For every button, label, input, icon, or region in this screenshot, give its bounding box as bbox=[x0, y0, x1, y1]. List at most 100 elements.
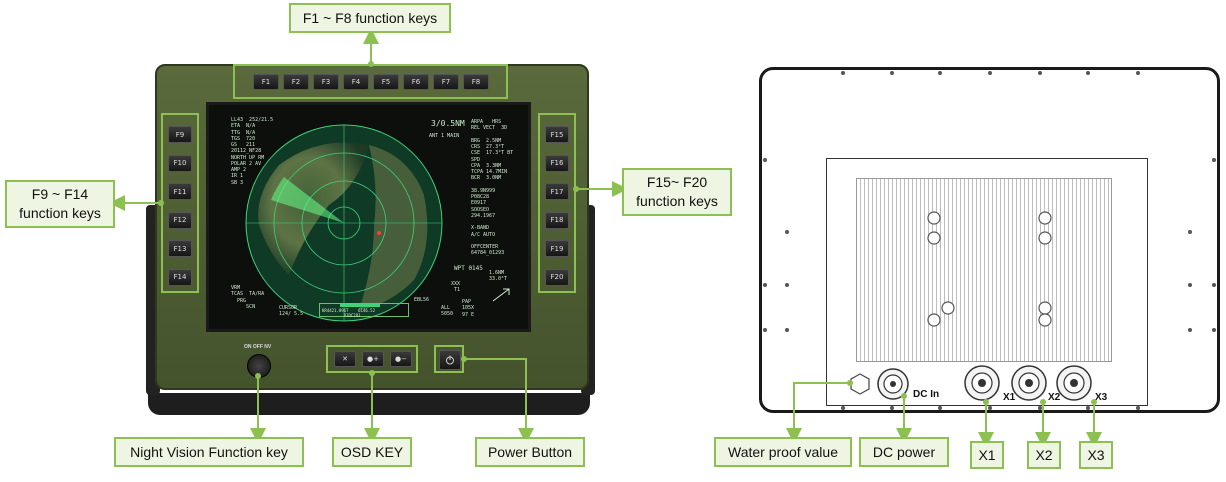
callout-f9-f14: F9 ~ F14 function keys bbox=[5, 180, 115, 228]
function-key-f2[interactable]: F2 bbox=[283, 74, 309, 90]
screw-hole bbox=[785, 283, 789, 287]
mount-post bbox=[927, 313, 941, 327]
radar-progress-bar: KR4421.896T 6146.52 P3DC281 bbox=[319, 303, 409, 318]
callout-osd-key: OSD KEY bbox=[332, 437, 412, 467]
rear-label-x1: X1 bbox=[1003, 392, 1016, 403]
function-key-f18[interactable]: F18 bbox=[545, 211, 569, 229]
callout-power-button: Power Button bbox=[475, 437, 585, 467]
callout-x3: X3 bbox=[1079, 441, 1113, 469]
radar-bar-text: KR4421.896T 6146.52 P3DC281 bbox=[322, 308, 375, 318]
screw-hole bbox=[938, 406, 942, 410]
rear-label-dc-in: DC In bbox=[913, 389, 940, 400]
function-key-f10[interactable]: F10 bbox=[168, 154, 192, 172]
radar-range-sub: ANT 1 MAIN bbox=[429, 133, 460, 139]
screw-hole bbox=[890, 71, 894, 75]
screw-hole bbox=[763, 328, 767, 332]
function-key-f20[interactable]: F20 bbox=[545, 268, 569, 286]
screw-hole bbox=[988, 71, 992, 75]
function-key-f9[interactable]: F9 bbox=[168, 126, 192, 143]
radar-display bbox=[245, 124, 443, 322]
function-key-f5[interactable]: F5 bbox=[373, 74, 399, 90]
radar-screen: LL43 252/21.5 ETA N/A TTG N/A TGS 720 GS… bbox=[206, 102, 531, 332]
radar-nm: 1.6NM 33.0°T bbox=[489, 270, 508, 283]
function-key-f7[interactable]: F7 bbox=[433, 74, 459, 90]
rear-label-x2: X2 bbox=[1048, 392, 1061, 403]
radar-info-top-left: LL43 252/21.5 ETA N/A TTG N/A TGS 720 GS… bbox=[231, 117, 274, 186]
function-key-f17[interactable]: F17 bbox=[545, 183, 569, 200]
power-button[interactable] bbox=[439, 350, 461, 370]
x1-connector-icon bbox=[964, 365, 1000, 401]
mount-post bbox=[1038, 313, 1052, 327]
function-key-f8[interactable]: F8 bbox=[463, 74, 489, 90]
screw-hole bbox=[1212, 283, 1216, 287]
callout-f1-f8: F1 ~ F8 function keys bbox=[289, 3, 451, 33]
callout-water-proof: Water proof value bbox=[714, 437, 852, 467]
function-key-f11[interactable]: F11 bbox=[168, 183, 192, 200]
mount-post bbox=[927, 211, 941, 225]
knob-label: ON OFF NV bbox=[244, 344, 272, 350]
screw-hole bbox=[1136, 71, 1140, 75]
screw-hole bbox=[890, 406, 894, 410]
mount-post bbox=[1038, 211, 1052, 225]
function-key-f13[interactable]: F13 bbox=[168, 240, 192, 257]
screw-hole bbox=[841, 406, 845, 410]
screw-hole bbox=[1212, 328, 1216, 332]
rear-label-x3: X3 bbox=[1095, 392, 1108, 403]
screw-hole bbox=[1188, 230, 1192, 234]
screw-hole bbox=[785, 328, 789, 332]
screw-hole bbox=[763, 283, 767, 287]
screw-hole bbox=[1086, 71, 1090, 75]
power-icon bbox=[446, 355, 454, 365]
osd-key-brightness-down[interactable]: ●− bbox=[390, 351, 412, 367]
screw-hole bbox=[841, 71, 845, 75]
screw-hole bbox=[1188, 283, 1192, 287]
radar-bottom-left: VRM TCAS TA/RA PRG SCN bbox=[231, 285, 265, 310]
function-key-f3[interactable]: F3 bbox=[313, 74, 339, 90]
screw-hole bbox=[763, 158, 767, 162]
function-key-f19[interactable]: F19 bbox=[545, 240, 569, 257]
screw-hole bbox=[1212, 158, 1216, 162]
function-key-f4[interactable]: F4 bbox=[343, 74, 369, 90]
radar-xxx: XXX T1 bbox=[451, 281, 461, 294]
heatsink-area bbox=[856, 178, 1112, 362]
x3-connector-icon bbox=[1056, 365, 1092, 401]
function-key-f14[interactable]: F14 bbox=[168, 268, 192, 286]
radar-wpt: WPT 0145 bbox=[454, 265, 483, 272]
callout-night-vision: Night Vision Function key bbox=[114, 437, 304, 467]
function-key-f16[interactable]: F16 bbox=[545, 154, 569, 172]
function-key-f1[interactable]: F1 bbox=[253, 74, 279, 90]
radar-all: ALL 5050 bbox=[441, 305, 454, 318]
radar-info-right: ARPA HRS REL VECT 3D BRG 2.5NM CRS 27.3°… bbox=[471, 119, 514, 257]
screw-hole bbox=[1136, 406, 1140, 410]
screw-hole bbox=[1188, 328, 1192, 332]
function-key-f12[interactable]: F12 bbox=[168, 211, 192, 229]
radar-pap: PAP 105X 97 E bbox=[462, 299, 475, 318]
radar-range: 3/0.5NM bbox=[431, 119, 465, 128]
callout-x1: X1 bbox=[970, 441, 1004, 469]
target-marker bbox=[377, 231, 381, 235]
osd-key-brightness-up[interactable]: ●+ bbox=[362, 351, 384, 367]
screw-hole bbox=[988, 406, 992, 410]
mount-post bbox=[1038, 231, 1052, 245]
screw-hole bbox=[1086, 406, 1090, 410]
screw-hole bbox=[1038, 71, 1042, 75]
rear-inner-panel bbox=[826, 158, 1148, 406]
osd-key-mute[interactable]: ✕ bbox=[334, 351, 356, 367]
sweep-beam bbox=[271, 177, 344, 223]
highlight-right-keys bbox=[538, 113, 576, 293]
mount-post bbox=[1038, 301, 1052, 315]
screw-hole bbox=[785, 230, 789, 234]
mount-post bbox=[941, 301, 955, 315]
function-key-f6[interactable]: F6 bbox=[403, 74, 429, 90]
x2-connector-icon bbox=[1011, 365, 1047, 401]
radar-cursor: CURSOR 124/ 5.5 bbox=[279, 305, 304, 318]
north-arrow-icon bbox=[492, 288, 510, 302]
mount-post bbox=[927, 231, 941, 245]
radar-ebl: EBL56 bbox=[414, 297, 430, 303]
screw-hole bbox=[1038, 406, 1042, 410]
function-key-f15[interactable]: F15 bbox=[545, 126, 569, 143]
screw-hole bbox=[938, 71, 942, 75]
callout-dc-power: DC power bbox=[859, 437, 949, 467]
callout-f15-f20: F15~ F20 function keys bbox=[622, 168, 732, 216]
